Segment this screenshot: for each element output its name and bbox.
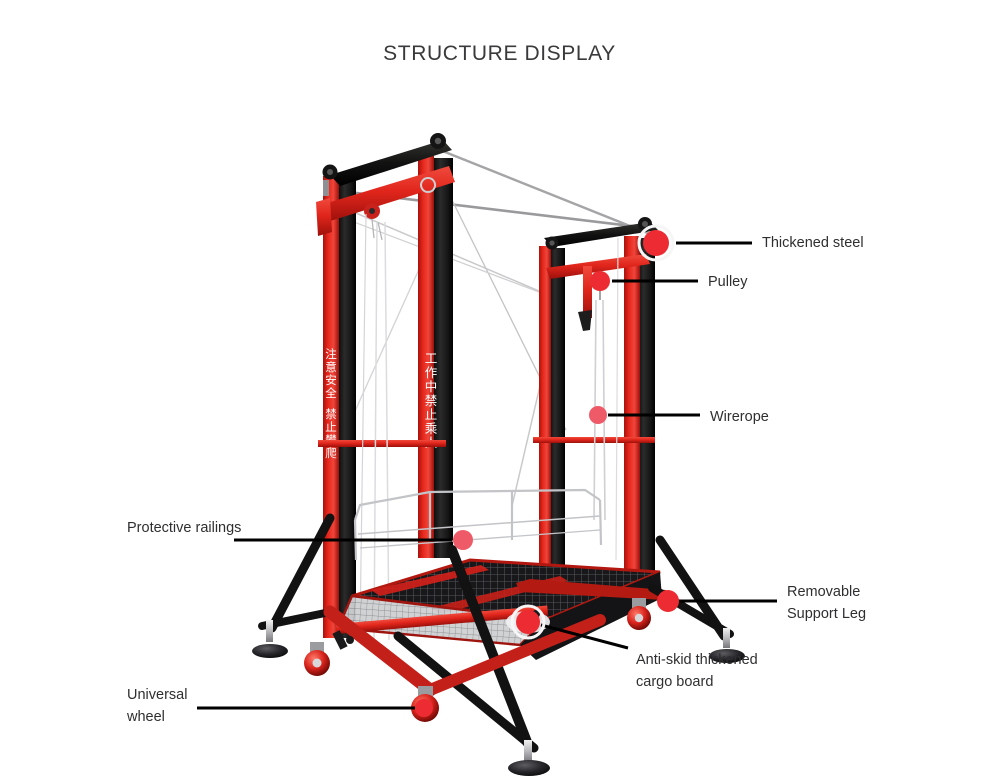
callout-marker-dot-pulley <box>590 271 610 291</box>
callout-label-pulley: Pulley <box>708 274 748 290</box>
callout-marker-dot-removable-support-leg <box>657 590 679 612</box>
callout-label-protective-railings: Protective railings <box>127 520 242 536</box>
column-warning-left: 注意安全 <box>324 347 338 400</box>
callout-label-wirerope: Wirerope <box>710 409 769 425</box>
callout-label-thickened-steel: Thickened steel <box>762 235 864 251</box>
column-warning-right: 工作中禁止乘人 <box>423 352 438 450</box>
callout-leader-line-anti-skid-cargo-board <box>540 623 629 650</box>
protective-railings <box>353 488 603 561</box>
callout-marker-ring-anti-skid-cargo-board <box>510 604 546 640</box>
caster-wheel-left <box>304 642 330 676</box>
chassis-and-legs <box>252 513 745 776</box>
callout-label-anti-skid-cargo-board: Anti-skid thickened cargo board <box>636 652 758 691</box>
rear-tower <box>533 217 658 600</box>
callout-marker-dot-protective-railings <box>453 530 473 550</box>
callout-marker-dot-wirerope <box>589 406 607 424</box>
page-title: STRUCTURE DISPLAY <box>383 42 616 65</box>
callout-marker-dot-universal-wheel <box>415 699 433 717</box>
front-tower: 注意安全 禁止攀爬 工作中禁止乘人 <box>316 133 455 641</box>
callout-marker-ring-thickened-steel <box>637 224 675 262</box>
callout-label-universal-wheel: Universal wheel <box>127 687 188 726</box>
cargo-platform <box>336 558 666 660</box>
caster-wheel-right <box>627 598 651 630</box>
callout-marker-dot-anti-skid-cargo-board <box>516 610 540 634</box>
callout-label-removable-support-leg: Removable Support Leg <box>787 584 867 623</box>
callout-marker-dot-thickened-steel <box>643 230 669 256</box>
